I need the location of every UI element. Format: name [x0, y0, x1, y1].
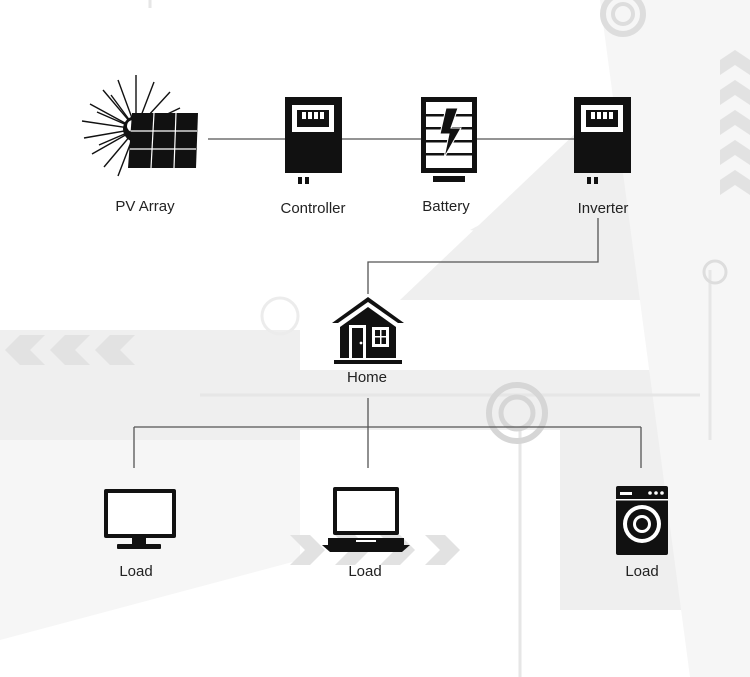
load-washer-label: Load	[625, 563, 659, 580]
washing-machine-icon	[616, 486, 668, 555]
inverter-icon	[574, 97, 631, 184]
battery-label: Battery	[422, 198, 470, 215]
home-label: Home	[346, 369, 388, 386]
monitor-icon	[104, 489, 176, 549]
load-laptop-label: Load	[348, 563, 382, 580]
inverter-label: Inverter	[577, 200, 629, 217]
connector-inverter-home	[367, 218, 599, 294]
load-monitor-label: Load	[119, 563, 153, 580]
house-icon	[332, 297, 404, 364]
solar-panel-icon	[81, 75, 198, 177]
pv-array-label: PV Array	[115, 198, 175, 215]
controller-label: Controller	[280, 200, 346, 217]
connector-lines	[133, 138, 642, 468]
charge-controller-icon	[285, 97, 342, 184]
laptop-icon	[322, 487, 410, 552]
battery-icon	[421, 97, 477, 182]
